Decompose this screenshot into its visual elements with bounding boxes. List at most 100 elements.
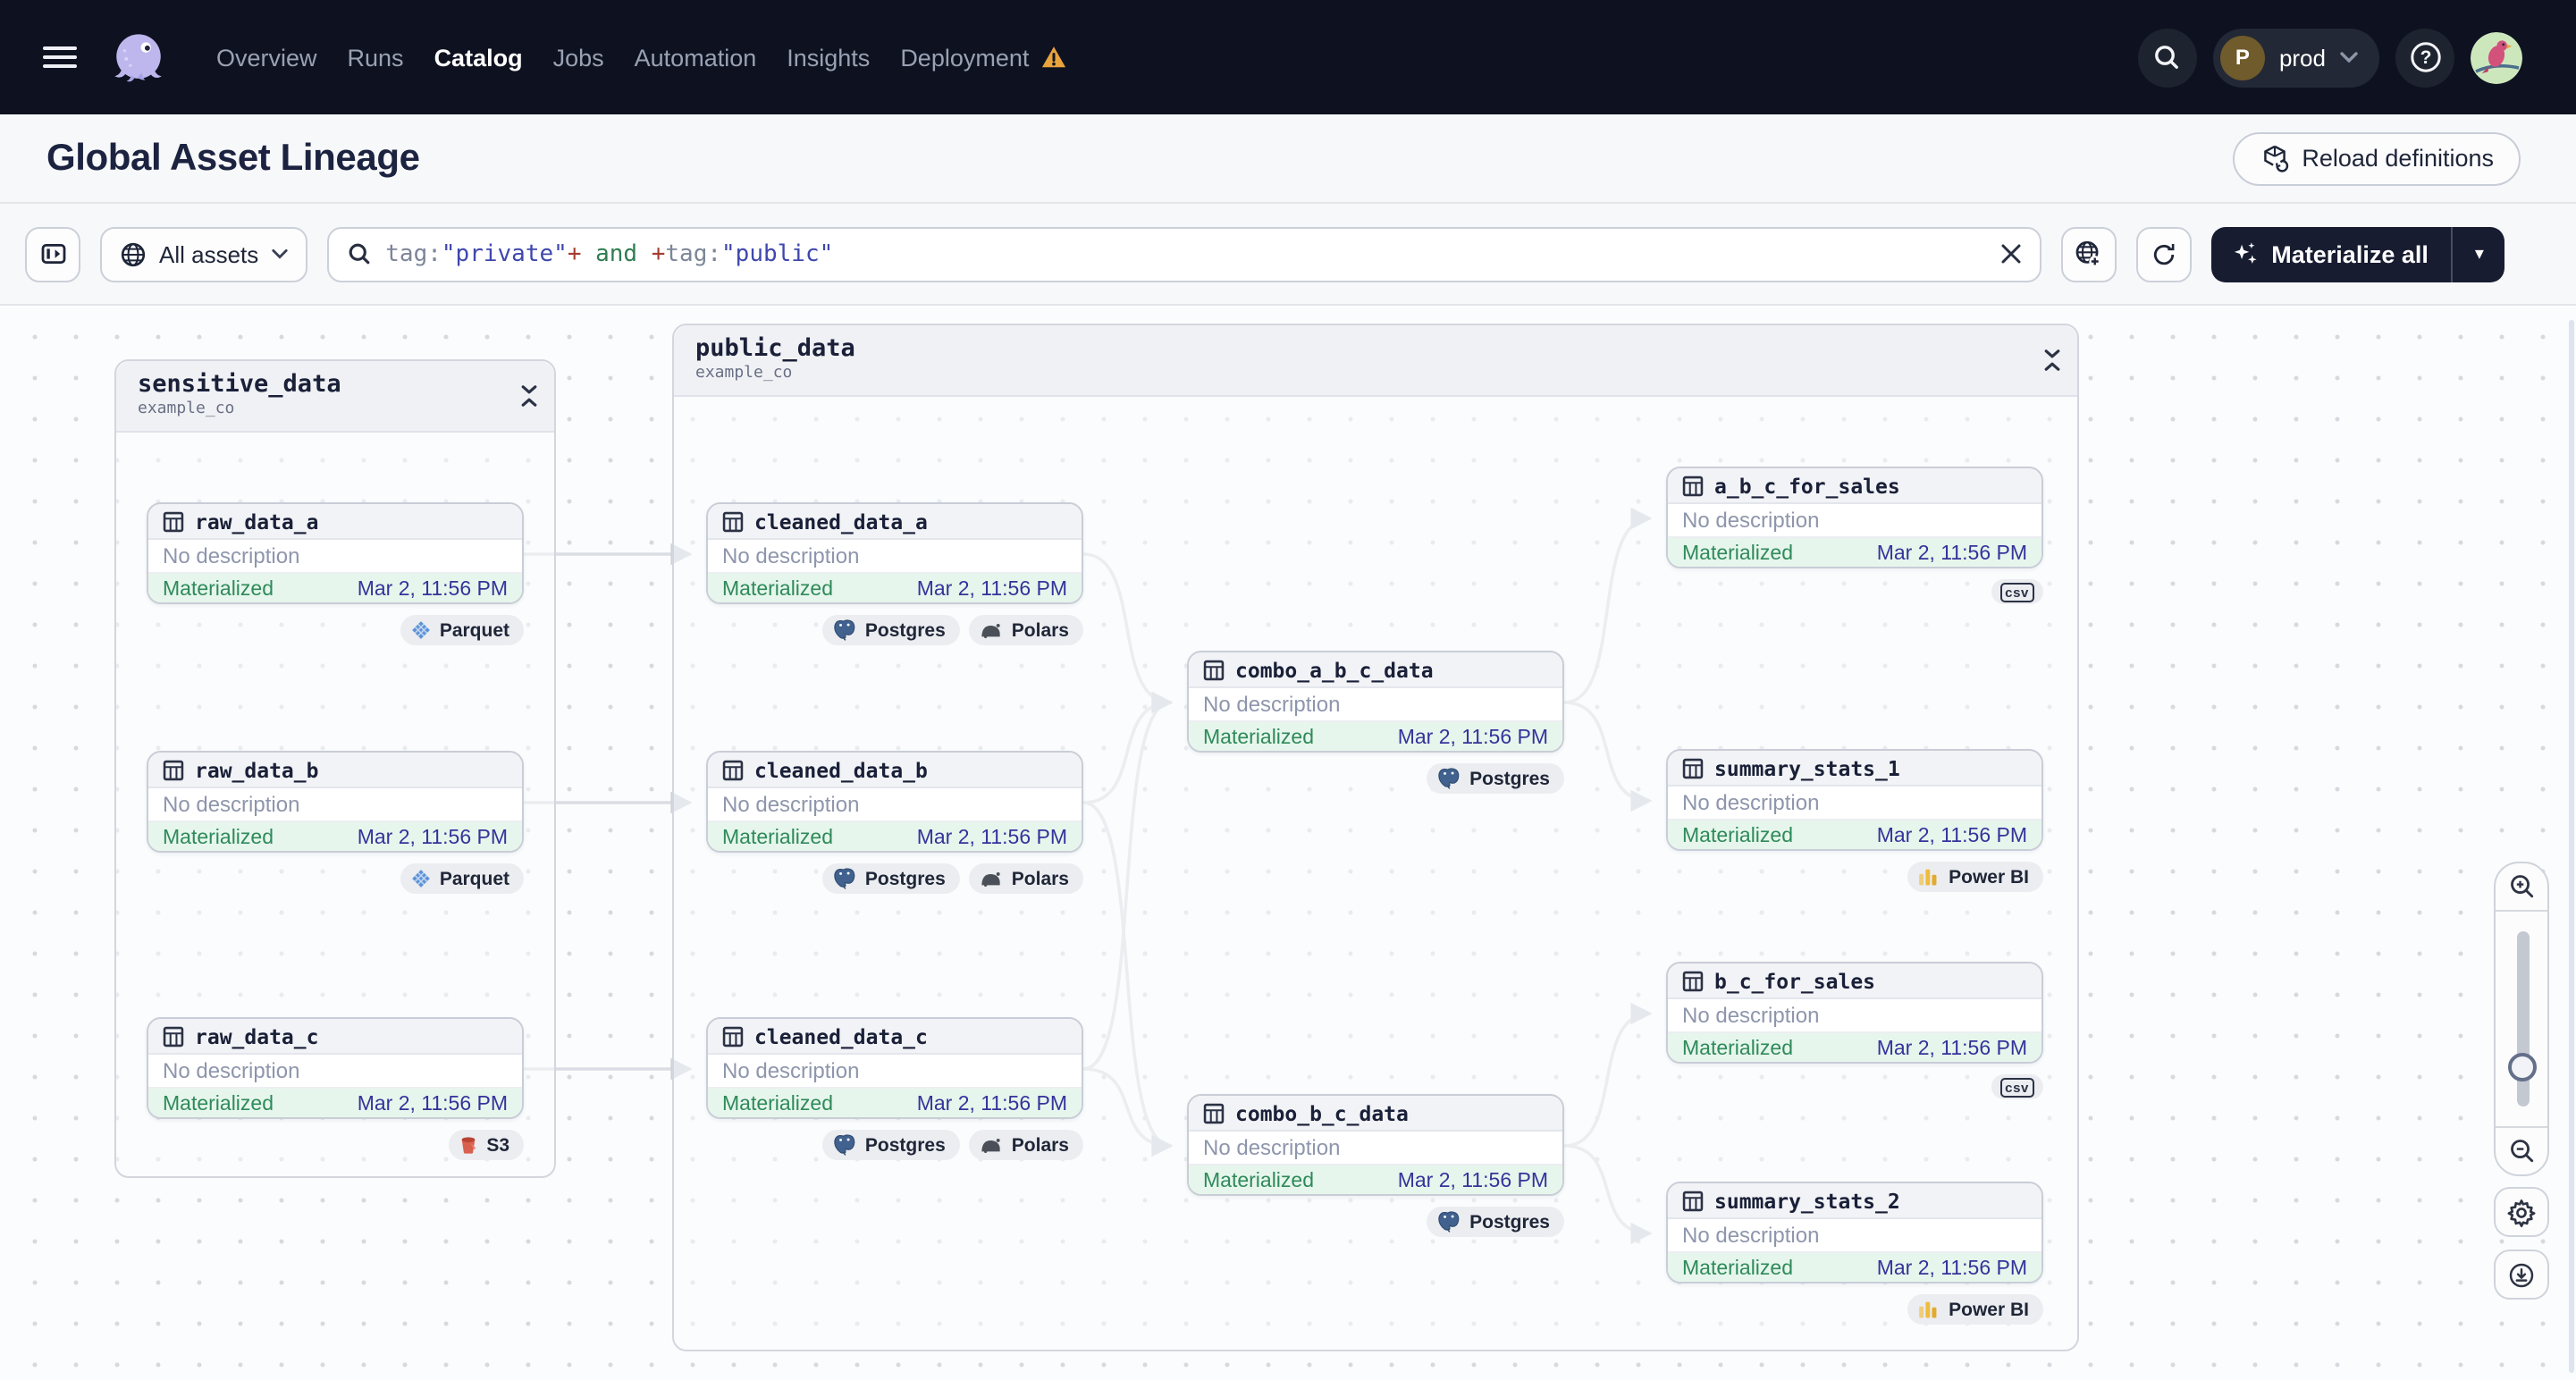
- kind-tag-label: Parquet: [439, 868, 509, 889]
- asset-search-input[interactable]: tag:"private"+ and +tag:"public": [326, 226, 2041, 282]
- nav-item-label: Overview: [216, 44, 317, 71]
- asset-tag-row: csv: [1666, 1074, 2043, 1099]
- user-avatar[interactable]: [2471, 31, 2522, 83]
- polars-icon: [980, 622, 1003, 638]
- status-badge: Materialized: [1682, 543, 1793, 564]
- s3-icon: [459, 1135, 477, 1155]
- deployment-name: prod: [2278, 44, 2326, 71]
- zoom-slider-handle[interactable]: [2508, 1053, 2537, 1081]
- status-badge: Materialized: [163, 827, 274, 848]
- polars-icon: [980, 1137, 1003, 1153]
- kind-tag-label: Postgres: [1469, 768, 1550, 789]
- menu-icon[interactable]: [43, 46, 77, 69]
- kind-tag-postgres: Postgres: [821, 615, 960, 645]
- asset-tag-row: Postgres: [1187, 763, 1564, 794]
- nav-item-deployment[interactable]: Deployment: [900, 44, 1066, 71]
- table-icon: [163, 510, 184, 532]
- asset-tag-row: Postgres: [1187, 1207, 1564, 1237]
- materialize-all-button[interactable]: Materialize all: [2210, 226, 2452, 282]
- settings-gear-icon[interactable]: [2494, 1187, 2549, 1237]
- asset-name: combo_b_c_data: [1235, 1100, 1409, 1125]
- postgres-icon: [833, 1133, 856, 1157]
- group-subtitle: example_co: [138, 400, 235, 418]
- status-badge: Materialized: [1203, 727, 1314, 748]
- materialize-options-caret[interactable]: ▾: [2451, 226, 2505, 282]
- query-token: and: [581, 240, 652, 267]
- collapse-group-icon[interactable]: [520, 384, 538, 417]
- nav-item-automation[interactable]: Automation: [635, 44, 757, 71]
- status-badge: Materialized: [722, 827, 833, 848]
- nav-item-catalog[interactable]: Catalog: [434, 44, 523, 71]
- status-badge: Materialized: [722, 1093, 833, 1115]
- query-token: "public": [721, 240, 834, 267]
- asset-tag-row: Power BI: [1666, 1294, 2043, 1325]
- deployment-switcher[interactable]: P prod: [2212, 28, 2379, 87]
- nav-item-jobs[interactable]: Jobs: [553, 44, 604, 71]
- table-icon: [1203, 659, 1225, 680]
- asset-description: No description: [1668, 787, 2041, 820]
- new-asset-selection-button[interactable]: [2060, 226, 2117, 282]
- search-icon[interactable]: [2137, 28, 2197, 87]
- globe-plus-icon: [2075, 240, 2101, 267]
- asset-name: a_b_c_for_sales: [1714, 473, 1900, 498]
- asset-node-header: cleaned_data_c: [708, 1019, 1082, 1055]
- help-icon[interactable]: ?: [2395, 28, 2454, 87]
- nav-item-runs[interactable]: Runs: [348, 44, 404, 71]
- asset-description: No description: [708, 788, 1082, 822]
- csv-icon: csv: [1999, 582, 2034, 602]
- toggle-sidebar-button[interactable]: [25, 226, 80, 282]
- query-token: tag:: [665, 240, 722, 267]
- kind-tag-label: Power BI: [1949, 866, 2029, 888]
- asset-tag-row: S3: [147, 1130, 524, 1160]
- kind-tag-polars: Polars: [968, 863, 1083, 894]
- asset-node-header: summary_stats_1: [1668, 751, 2041, 787]
- zoom-in-icon[interactable]: [2496, 863, 2547, 912]
- download-icon[interactable]: [2494, 1250, 2549, 1300]
- collapse-group-icon[interactable]: [2043, 349, 2061, 381]
- powerbi-icon: [1918, 867, 1940, 887]
- dagster-logo-icon[interactable]: [109, 28, 168, 87]
- reload-definitions-label: Reload definitions: [2302, 145, 2494, 172]
- top-nav: Overview Runs Catalog Jobs Automation Insight…: [0, 0, 2576, 114]
- kind-tag-label: S3: [486, 1134, 509, 1156]
- canvas-scrollbar[interactable]: [2569, 320, 2574, 1373]
- kind-tag-label: Postgres: [864, 619, 946, 641]
- kind-tag-polars: Polars: [968, 615, 1083, 645]
- page-title: Global Asset Lineage: [46, 137, 420, 178]
- kind-tag-label: Polars: [1011, 619, 1069, 641]
- asset-node-header: raw_data_b: [148, 753, 522, 788]
- nav-item-insights[interactable]: Insights: [787, 44, 870, 71]
- asset-name: raw_data_b: [195, 757, 319, 782]
- group-subtitle: example_co: [695, 365, 793, 383]
- refresh-icon[interactable]: [2135, 226, 2192, 282]
- reload-definitions-button[interactable]: Reload definitions: [2232, 131, 2521, 185]
- asset-scope-dropdown[interactable]: All assets: [100, 226, 307, 282]
- clear-search-icon[interactable]: [1999, 243, 2021, 265]
- materialization-timestamp: Mar 2, 11:56 PM: [1876, 1038, 2027, 1059]
- lineage-toolbar: All assets tag:"private"+ and +tag:"publ…: [0, 204, 2576, 304]
- nav-item-overview[interactable]: Overview: [216, 44, 317, 71]
- zoom-out-icon[interactable]: [2496, 1126, 2547, 1174]
